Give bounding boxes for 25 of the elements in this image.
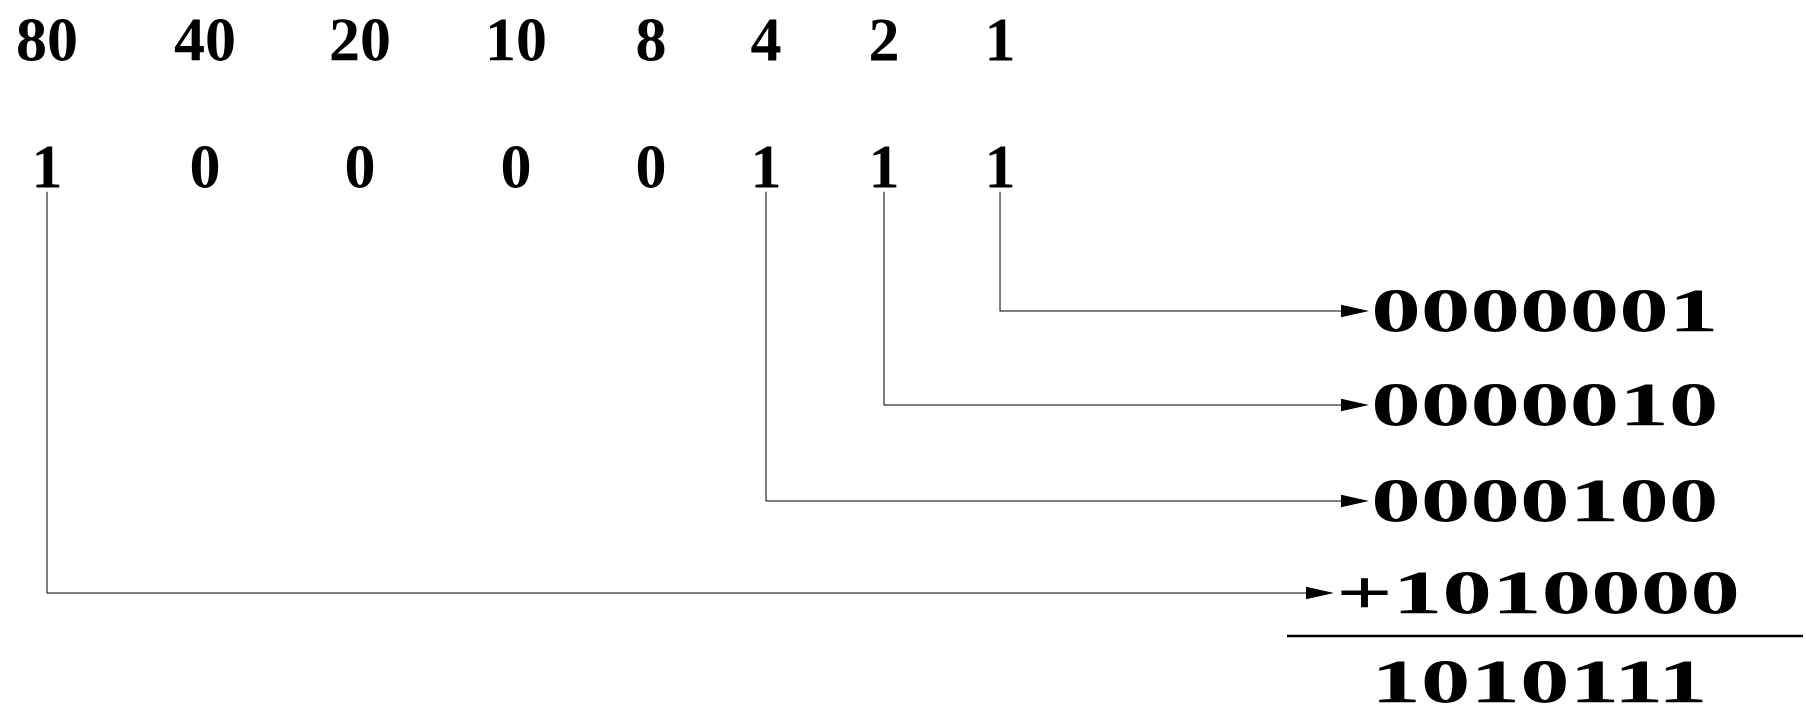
bcd-bit: 1	[873, 146, 897, 188]
bcd-bit: 1	[755, 146, 779, 188]
arrow	[46, 191, 1333, 600]
binary-row: +1010000	[1341, 572, 1737, 614]
arrow	[883, 191, 1368, 412]
bcd-bit: 1	[36, 146, 60, 188]
weight-label: 10	[490, 19, 545, 61]
weight-label: 20	[331, 19, 389, 61]
weight-label: 2	[871, 19, 897, 61]
weight-label: 40	[174, 19, 234, 61]
bcd-bit: 0	[191, 146, 219, 188]
bcd-bit: 0	[502, 146, 530, 188]
weight-label: 1	[989, 19, 1013, 61]
binary-row: 1010111	[1379, 661, 1703, 703]
binary-row: 0000100	[1375, 480, 1715, 522]
weight-label: 8	[637, 19, 665, 61]
bcd-bit: 1	[989, 146, 1013, 188]
bcd-bit: 0	[637, 146, 665, 188]
arrow	[765, 191, 1368, 508]
bcd-bit: 0	[346, 146, 374, 188]
binary-row: 0000010	[1375, 384, 1715, 426]
binary-row: 0000001	[1375, 290, 1714, 332]
weight-label: 4	[751, 19, 781, 61]
weight-label: 80	[18, 19, 76, 61]
arrow	[999, 191, 1368, 317]
